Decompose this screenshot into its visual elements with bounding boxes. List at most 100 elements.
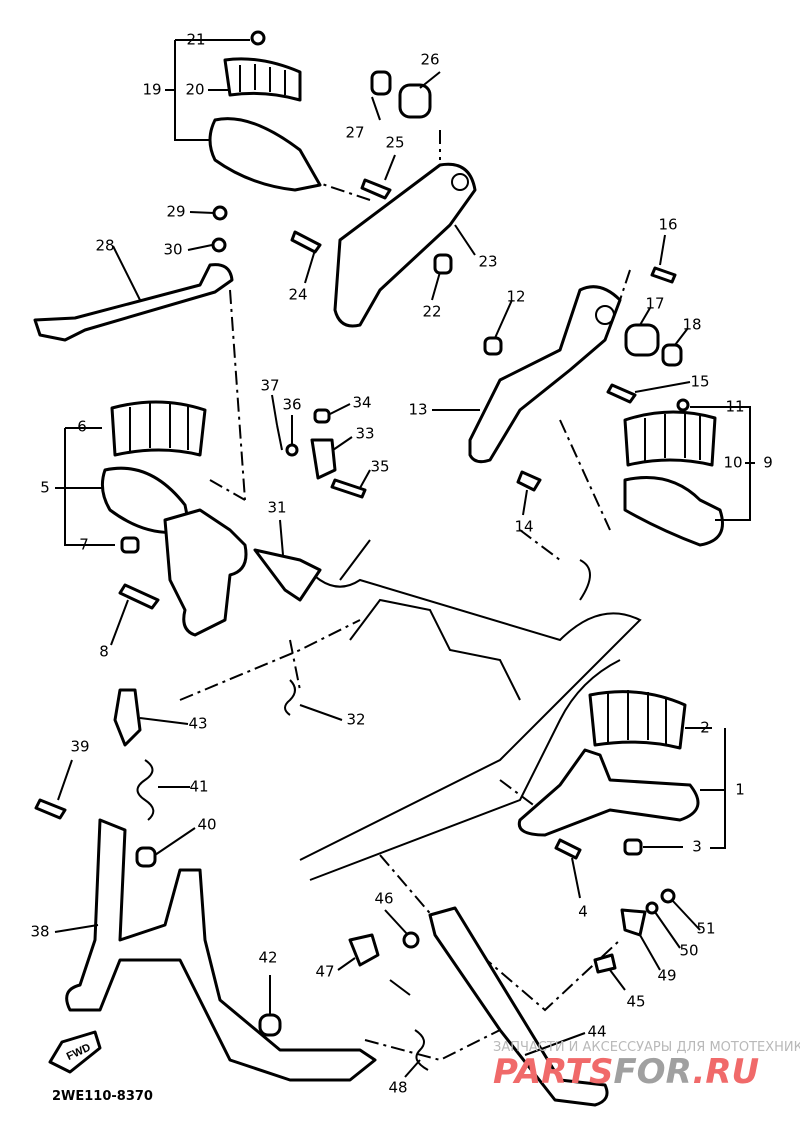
collar-26 (398, 83, 432, 119)
callout-36: 36 (282, 396, 301, 414)
callout-27: 27 (345, 124, 364, 142)
nut-30 (211, 237, 227, 253)
callout-42: 42 (258, 949, 277, 967)
callout-38: 38 (30, 923, 49, 941)
brake-pedal-28 (33, 263, 234, 342)
callout-9: 9 (763, 454, 773, 472)
callout-17: 17 (645, 295, 664, 313)
bushing-12 (483, 336, 503, 356)
footrest-rubber-6 (110, 400, 207, 457)
bolt-4 (554, 838, 582, 860)
callout-23: 23 (478, 253, 497, 271)
spring-48 (389, 979, 429, 1071)
bolt-24 (290, 230, 322, 254)
footrest-19 (208, 117, 322, 192)
spring-32 (284, 679, 296, 716)
bushing-27 (370, 70, 392, 96)
callout-34: 34 (352, 394, 371, 412)
diagram-code: 2WE110-8370 (52, 1089, 153, 1104)
side-stand-44 (428, 906, 609, 1107)
footrest-5 (100, 466, 192, 534)
callout-10: 10 (723, 454, 742, 472)
bolt-8 (118, 583, 160, 610)
callout-14: 14 (514, 518, 533, 536)
joint-33 (310, 438, 337, 480)
bolt-15 (606, 383, 637, 404)
pin-35 (330, 478, 367, 499)
bushing-3 (623, 838, 643, 856)
collar-17 (624, 323, 660, 357)
stopper-42 (258, 1013, 282, 1037)
watermark: ЗАПЧАСТИ И АКСЕССУАРЫ ДЛЯ МОТОТЕХНИКИ PA… (493, 1040, 800, 1092)
callout-4: 4 (578, 903, 588, 921)
bolt-25 (360, 178, 392, 200)
callout-48: 48 (388, 1079, 407, 1097)
leader-lines (54, 39, 755, 1078)
callout-8: 8 (99, 643, 109, 661)
watermark-brand: PARTSFOR.RU (493, 1052, 759, 1092)
callout-1: 1 (735, 781, 745, 799)
bracket-49 (620, 908, 647, 937)
callout-49: 49 (657, 967, 676, 985)
callout-28: 28 (95, 237, 114, 255)
callout-21: 21 (186, 31, 205, 49)
bushing-18 (661, 343, 683, 367)
callout-11: 11 (725, 398, 744, 416)
bolt-39 (34, 798, 67, 820)
bolt-21 (250, 30, 266, 46)
callout-15: 15 (690, 373, 709, 391)
bolt-11 (676, 398, 690, 412)
bolt-29 (212, 205, 228, 221)
callout-44: 44 (587, 1023, 606, 1041)
callout-16: 16 (658, 216, 677, 234)
callout-45: 45 (626, 993, 645, 1011)
footrest-rubber-11 (623, 410, 717, 467)
footrest-bracket-1 (517, 748, 700, 837)
callout-43: 43 (188, 715, 207, 733)
callout-20: 20 (185, 81, 204, 99)
footrest-rubber-20 (223, 57, 302, 102)
callout-5: 5 (40, 479, 50, 497)
callout-50: 50 (679, 942, 698, 960)
bolt-16 (650, 266, 677, 284)
callout-47: 47 (315, 963, 334, 981)
callout-13: 13 (408, 401, 427, 419)
callout-19: 19 (142, 81, 161, 99)
callout-3: 3 (692, 838, 702, 856)
callout-2: 2 (700, 719, 710, 737)
brake-shaft-31 (253, 548, 322, 602)
callout-26: 26 (420, 51, 439, 69)
spring-41 (136, 759, 155, 821)
callout-30: 30 (163, 241, 182, 259)
callout-35: 35 (370, 458, 389, 476)
plate-47 (348, 933, 380, 967)
callout-32: 32 (346, 711, 365, 729)
callout-6: 6 (77, 418, 87, 436)
center-stand-38 (65, 818, 377, 1082)
callout-41: 41 (189, 778, 208, 796)
callout-31: 31 (267, 499, 286, 517)
callout-46: 46 (374, 890, 393, 908)
callout-25: 25 (385, 134, 404, 152)
callout-39: 39 (70, 738, 89, 756)
callout-33: 33 (355, 425, 374, 443)
footrest-bracket-23 (333, 162, 477, 328)
watermark-tagline: ЗАПЧАСТИ И АКСЕССУАРЫ ДЛЯ МОТОТЕХНИКИ (493, 1040, 800, 1055)
footrest-bracket-13 (468, 285, 622, 464)
nut-51 (660, 888, 676, 904)
collar-46 (402, 931, 420, 949)
plate-43 (113, 688, 142, 747)
switch-45 (593, 953, 617, 974)
collar-40 (135, 846, 157, 868)
bushing-22 (433, 253, 453, 275)
bushing-7 (120, 536, 140, 554)
washer-34 (313, 408, 331, 424)
callout-40: 40 (197, 816, 216, 834)
callout-labels: 1 2 3 4 5 6 7 8 9 10 11 12 13 14 15 16 1… (30, 31, 772, 1097)
frame-outline (179, 130, 642, 1062)
footrest-bracket-5 (163, 508, 248, 637)
callout-24: 24 (288, 286, 307, 304)
washer-36 (285, 443, 299, 457)
callout-18: 18 (682, 316, 701, 334)
